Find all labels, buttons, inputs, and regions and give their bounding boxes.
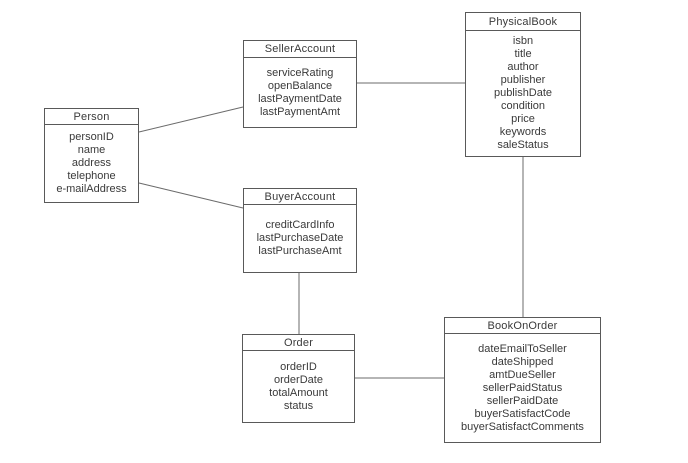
- attribute: price: [511, 113, 535, 125]
- attribute: amtDueSeller: [489, 368, 556, 381]
- attribute: keywords: [499, 126, 547, 138]
- attribute: lastPaymentDate: [258, 92, 342, 105]
- attribute: status: [283, 399, 314, 412]
- entity-bookonorder: BookOnOrder dateEmailToSeller dateShippe…: [444, 317, 601, 443]
- attribute: title: [514, 48, 532, 60]
- attribute: name: [77, 144, 106, 156]
- entity-order-attributes: orderID orderDate totalAmount status: [243, 351, 354, 422]
- entity-physicalbook-title: PhysicalBook: [466, 13, 580, 31]
- entity-selleraccount-attributes: serviceRating openBalance lastPaymentDat…: [244, 58, 356, 127]
- entity-buyeraccount: BuyerAccount creditCardInfo lastPurchase…: [243, 188, 357, 273]
- entity-person: Person personID name address telephone e…: [44, 108, 139, 203]
- attribute: creditCardInfo: [265, 219, 335, 231]
- entity-selleraccount: SellerAccount serviceRating openBalance …: [243, 40, 357, 128]
- attribute: sellerPaidStatus: [482, 381, 563, 394]
- attribute: personID: [69, 131, 114, 143]
- connector-person-buyeraccount: [138, 182, 244, 209]
- attribute: e-mailAddress: [56, 183, 127, 195]
- entity-bookonorder-title: BookOnOrder: [445, 318, 600, 334]
- entity-person-title: Person: [45, 109, 138, 125]
- entity-physicalbook-attributes: isbn title author publisher publishDate …: [466, 31, 580, 156]
- attribute: lastPurchaseDate: [256, 232, 344, 244]
- entity-physicalbook: PhysicalBook isbn title author publisher…: [465, 12, 581, 157]
- entity-selleraccount-title: SellerAccount: [244, 41, 356, 58]
- attribute: author: [507, 61, 539, 73]
- attribute: orderID: [280, 360, 317, 373]
- attribute: serviceRating: [266, 66, 334, 79]
- attribute: buyerSatisfactCode: [474, 407, 571, 420]
- attribute: orderDate: [274, 373, 323, 386]
- attribute: sellerPaidDate: [486, 394, 559, 407]
- attribute: publishDate: [493, 87, 553, 99]
- attribute: saleStatus: [497, 139, 549, 151]
- connector-person-selleraccount: [138, 106, 244, 133]
- attribute: openBalance: [267, 79, 333, 92]
- entity-buyeraccount-attributes: creditCardInfo lastPurchaseDate lastPurc…: [244, 205, 356, 272]
- entity-order-title: Order: [243, 335, 354, 351]
- attribute: lastPaymentAmt: [259, 105, 341, 118]
- attribute: dateShipped: [491, 355, 554, 368]
- entity-person-attributes: personID name address telephone e-mailAd…: [45, 125, 138, 202]
- entity-order: Order orderID orderDate totalAmount stat…: [242, 334, 355, 423]
- attribute: buyerSatisfactComments: [461, 420, 584, 433]
- attribute: telephone: [67, 170, 116, 182]
- attribute: lastPurchaseAmt: [258, 245, 342, 257]
- attribute: condition: [500, 100, 546, 112]
- attribute: isbn: [512, 35, 534, 47]
- entity-buyeraccount-title: BuyerAccount: [244, 189, 356, 205]
- attribute: totalAmount: [269, 386, 328, 399]
- attribute: dateEmailToSeller: [478, 342, 567, 355]
- attribute: address: [71, 157, 112, 169]
- attribute: publisher: [500, 74, 546, 86]
- entity-bookonorder-attributes: dateEmailToSeller dateShipped amtDueSell…: [445, 334, 600, 442]
